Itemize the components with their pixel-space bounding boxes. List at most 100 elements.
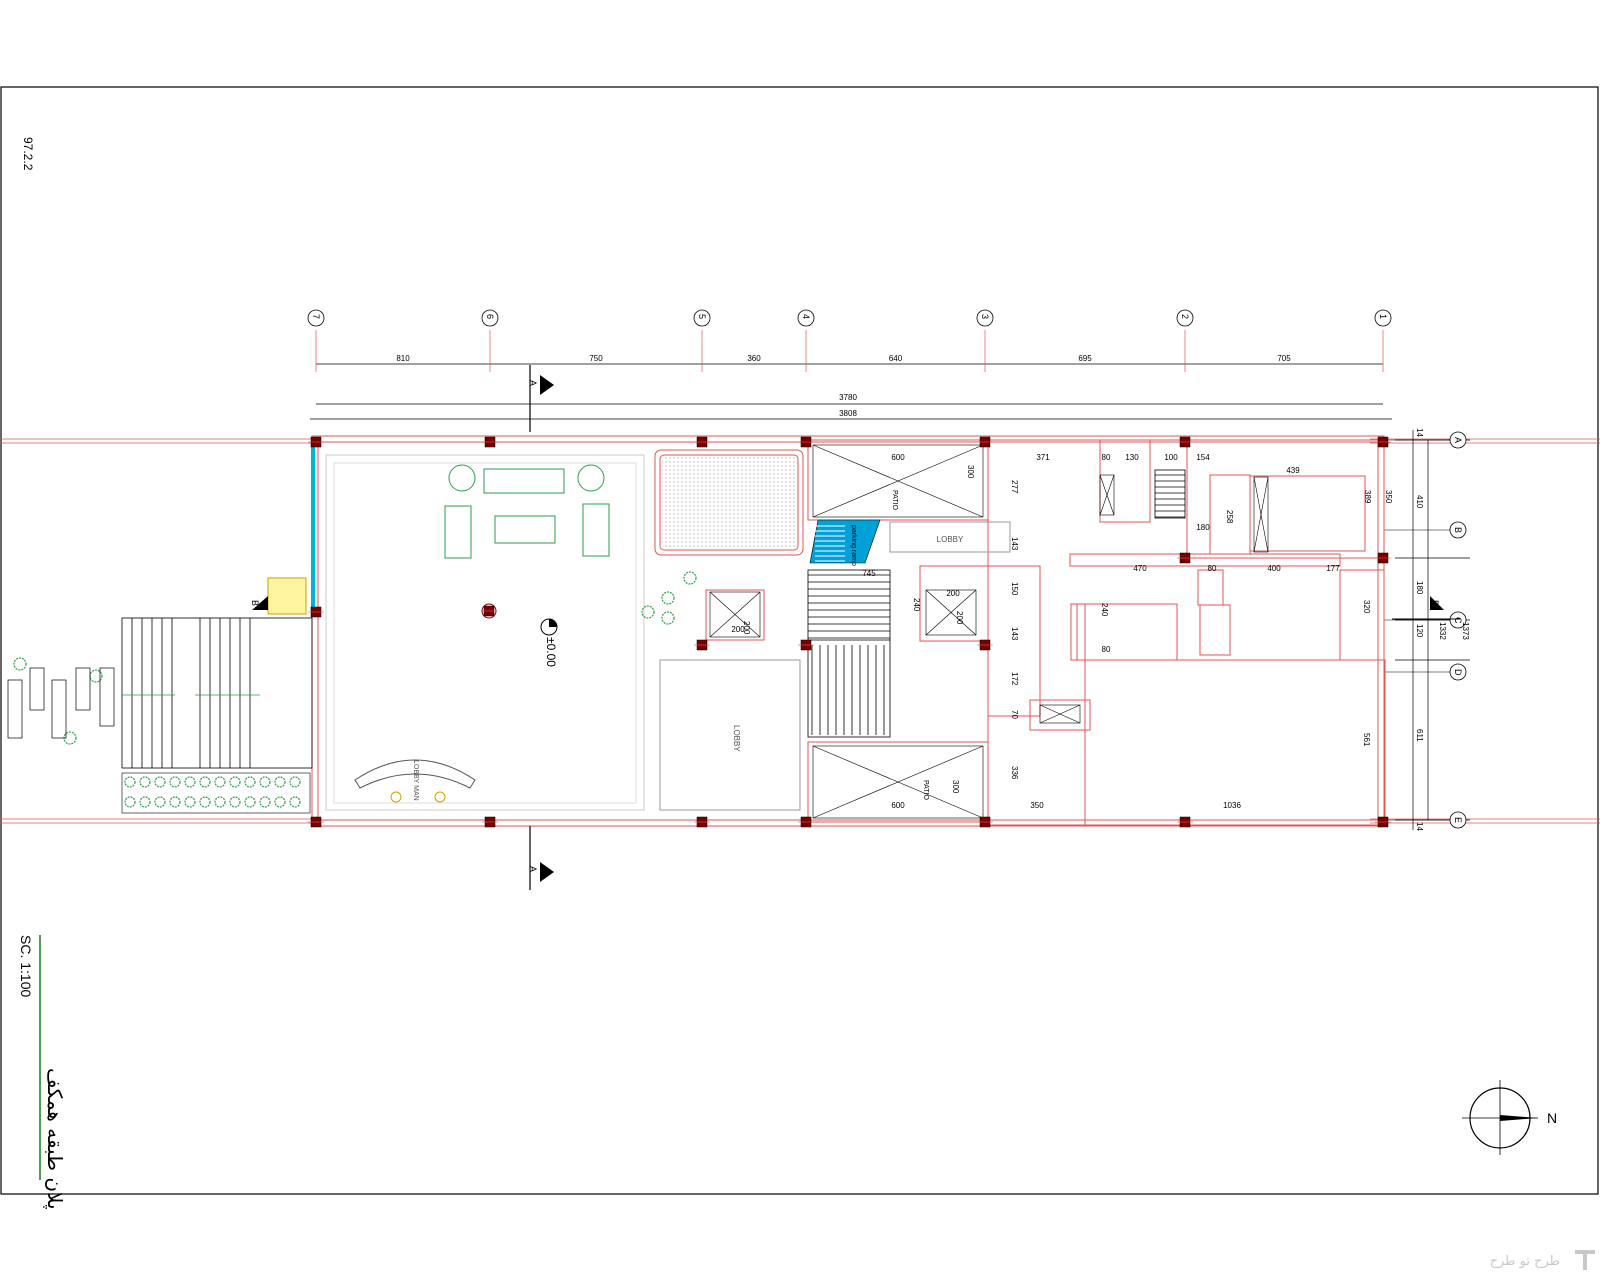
room-dimension: 470	[1133, 564, 1147, 573]
sheet-title: پلان طبقه همکف	[42, 1068, 67, 1210]
grid-bubble	[976, 309, 994, 327]
right-dimension: 180	[1415, 581, 1424, 595]
svg-text:B: B	[250, 600, 260, 606]
row-bubble-label: B	[1453, 527, 1463, 533]
room-dimension: 154	[1196, 453, 1210, 462]
row-bubble	[1449, 431, 1467, 449]
room-dimension: 350	[1384, 490, 1393, 504]
room-dimension: 150	[1010, 582, 1019, 596]
room-dimension: 400	[1267, 564, 1281, 573]
svg-text:N: N	[1547, 1110, 1557, 1126]
grid-bubble-label: 2	[1180, 314, 1190, 319]
plant-symbol	[124, 776, 136, 788]
grid-bubble	[1176, 309, 1194, 327]
plant-symbol	[259, 776, 271, 788]
section-marker-top: A	[528, 365, 554, 432]
section-marker-b-left: B	[250, 596, 268, 610]
site-lines	[0, 438, 1600, 824]
grid-bubble-label: 1	[1378, 314, 1388, 319]
plant-symbol	[289, 776, 301, 788]
grid-bubble-label: 3	[980, 314, 990, 319]
plant-symbol	[184, 776, 196, 788]
plant-symbol	[184, 796, 196, 808]
level-marker: ±0.00	[540, 618, 558, 667]
room-dimension: 258	[1225, 510, 1234, 524]
plant-symbol	[259, 796, 271, 808]
lobby-label-upper: LOBBY	[937, 535, 964, 544]
right-dimension: 611	[1415, 729, 1424, 742]
grid-bubble	[693, 309, 711, 327]
room-dimension: 180	[1196, 523, 1210, 532]
sheet-border	[0, 86, 1599, 1195]
plant-symbol	[154, 796, 166, 808]
right-dimension: 14	[1415, 428, 1424, 437]
lobby-label-lower: LOBBY	[732, 725, 741, 752]
row-bubble	[1449, 521, 1467, 539]
plant-symbol	[139, 776, 151, 788]
room-dimension: 143	[1010, 627, 1019, 641]
parking-ramp: parking ramp	[809, 519, 881, 566]
plant-symbol	[244, 776, 256, 788]
right-dimension: 120	[1415, 624, 1424, 638]
stairs	[807, 469, 1186, 738]
plant-symbol	[124, 796, 136, 808]
span-dimension: 640	[889, 354, 903, 363]
plant-symbol	[169, 776, 181, 788]
plant-symbol	[661, 591, 675, 605]
plant-symbol	[229, 776, 241, 788]
watermark: طرح تو طرح	[1490, 1254, 1560, 1269]
ramp-label: parking ramp	[850, 525, 857, 566]
patio-voids	[709, 444, 1269, 819]
stepping-stones	[7, 667, 115, 739]
watermark-logo	[1575, 1250, 1595, 1270]
room-dimension: 200	[742, 621, 751, 635]
lobby-furniture	[354, 464, 1086, 803]
plant-symbol	[154, 776, 166, 788]
room-dimension: 389	[1363, 490, 1372, 504]
room-dimension: 320	[1362, 600, 1371, 614]
patio-label-lower: PATIO	[922, 780, 929, 801]
planter-strip	[121, 772, 311, 814]
plant-symbol	[139, 796, 151, 808]
room-dimension: 600	[891, 453, 905, 462]
room-dimension: 172	[1010, 672, 1019, 686]
room-dimension: 143	[1010, 537, 1019, 551]
grid-bubble	[1374, 309, 1392, 327]
row-bubble-label: A	[1453, 437, 1463, 443]
room-dimension: 80	[1208, 564, 1217, 573]
right-dimension-total: 1373	[1461, 622, 1470, 640]
room-dimension: 200	[946, 589, 960, 598]
patio-label-upper: PATIO	[891, 490, 898, 511]
room-dimension: 439	[1286, 466, 1300, 475]
room-dimension: 1036	[1223, 801, 1241, 810]
grid-bubble	[797, 309, 815, 327]
span-dimension: 695	[1078, 354, 1092, 363]
row-bubble-label: C	[1453, 617, 1463, 624]
grid-bubble-label: 7	[311, 314, 321, 319]
plant-symbol	[229, 796, 241, 808]
plant-symbol	[661, 611, 675, 625]
span-dimension: 360	[747, 354, 761, 363]
row-bubble-label: D	[1453, 669, 1463, 676]
room-dimension: 745	[862, 569, 876, 578]
row-bubble	[1449, 663, 1467, 681]
plant-symbol	[289, 796, 301, 808]
plant-symbol	[641, 605, 655, 619]
plant-symbol	[274, 776, 286, 788]
room-dimension: 300	[966, 465, 975, 479]
room-dimension: 70	[1010, 710, 1019, 719]
grid-bubble-label: 4	[801, 314, 811, 319]
room-dimension: 177	[1326, 564, 1340, 573]
glass-facade	[311, 447, 315, 607]
plant-symbol	[199, 776, 211, 788]
room-dimension: 371	[1036, 453, 1050, 462]
overall-dimension-inner: 3808	[839, 409, 857, 418]
right-dimension: 14	[1415, 822, 1424, 831]
room-dimension: 240	[1100, 603, 1109, 617]
grid-bubble	[307, 309, 325, 327]
svg-text:A: A	[528, 866, 538, 872]
room-dimension: 240	[912, 598, 921, 612]
svg-text:A: A	[528, 380, 538, 386]
room-dimension: 80	[1102, 453, 1111, 462]
